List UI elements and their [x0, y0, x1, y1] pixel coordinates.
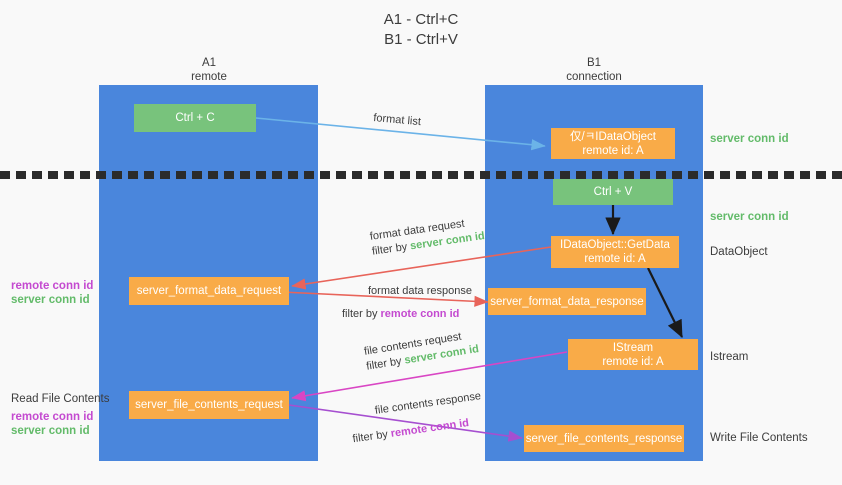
box-istream-line2: remote id: A [602, 355, 664, 368]
box-idataobject-getdata-line1: IDataObject::GetData [560, 239, 670, 251]
box-ctrl-c-label: Ctrl + C [175, 112, 215, 124]
edge-label-format-data-request: format data request filter by server con… [369, 214, 486, 260]
note-write-file-contents: Write File Contents [710, 432, 808, 444]
column-title-a1-name: A1 [201, 57, 217, 69]
edge-label-file-contents-response-line1: file contents response [374, 390, 482, 417]
column-title-b1-name: B1 [586, 57, 602, 69]
box-server-file-contents-response-label: server_file_contents_response [525, 432, 683, 445]
box-ctrl-c[interactable]: Ctrl + C [134, 104, 256, 132]
box-ctrl-v[interactable]: Ctrl + V [553, 179, 673, 205]
diagram-title: A1 - Ctrl+C B1 - Ctrl+V [0, 10, 842, 50]
edge-label-file-contents-request: file contents request filter by server c… [363, 327, 480, 374]
column-title-a1-subtitle: remote [191, 71, 227, 83]
box-server-format-data-response[interactable]: server_format_data_response [488, 288, 646, 315]
edge-label-format-list-text: format list [372, 111, 422, 129]
column-title-b1: B1 connection [524, 56, 664, 84]
note-server-conn-id-2: server conn id [11, 425, 90, 437]
edge-label-format-list: format list [373, 111, 422, 130]
note-istream: Istream [710, 351, 749, 363]
note-remote-conn-id-2: remote conn id [11, 411, 94, 423]
note-server-conn-id-mid: server conn id [710, 211, 789, 223]
box-idataobject-top-line2: remote id: A [582, 144, 644, 157]
box-server-format-data-request[interactable]: server_format_data_request [129, 277, 289, 305]
box-idataobject-top-line1: 仅/ㅋIDataObject [570, 130, 656, 143]
edge-label-file-contents-response: file contents response filter by remote … [352, 389, 486, 445]
box-server-format-data-response-label: server_format_data_response [490, 295, 644, 308]
edge-label-format-data-request-filter-prefix: filter by [371, 240, 412, 258]
column-title-a1: A1 remote [139, 56, 279, 84]
edge-label-file-contents-response-filter-prefix: filter by [351, 428, 392, 446]
box-idataobject-top[interactable]: 仅/ㅋIDataObject remote id: A [551, 128, 675, 159]
edge-label-format-data-response-filter-prefix: filter by [342, 308, 381, 320]
column-title-b1-subtitle: connection [566, 71, 622, 83]
diagram-title-line1: A1 - Ctrl+C [383, 11, 459, 28]
edge-label-file-contents-response-filter-value: remote conn id [390, 417, 470, 440]
diagram-title-line2: B1 - Ctrl+V [384, 31, 458, 48]
box-idataobject-getdata-line2: remote id: A [584, 253, 646, 265]
note-dataobject: DataObject [710, 246, 768, 258]
box-server-file-contents-request[interactable]: server_file_contents_request [129, 391, 289, 419]
box-istream[interactable]: IStream remote id: A [568, 339, 698, 370]
edge-label-format-data-response-filter: filter by remote conn id [342, 307, 472, 322]
box-server-file-contents-request-label: server_file_contents_request [135, 399, 283, 411]
box-server-file-contents-response[interactable]: server_file_contents_response [524, 425, 684, 452]
edge-label-format-data-response-line1: format data response [368, 285, 472, 297]
edge-label-format-data-response-filter-value: remote conn id [380, 308, 460, 320]
edge-label-file-contents-response-filter: filter by remote conn id [352, 414, 486, 447]
box-istream-line1: IStream [612, 341, 654, 354]
edge-label-format-data-response: format data response filter by remote co… [342, 284, 472, 322]
box-ctrl-v-label: Ctrl + V [593, 186, 633, 198]
phase-separator-dashed-line [0, 171, 842, 179]
box-server-format-data-request-label: server_format_data_request [136, 285, 282, 297]
note-server-conn-id-1: server conn id [11, 294, 90, 306]
box-idataobject-getdata[interactable]: IDataObject::GetData remote id: A [551, 236, 679, 268]
note-read-file-contents: Read File Contents [11, 393, 110, 405]
note-server-conn-id-top: server conn id [710, 133, 789, 145]
note-remote-conn-id-1: remote conn id [11, 280, 94, 292]
